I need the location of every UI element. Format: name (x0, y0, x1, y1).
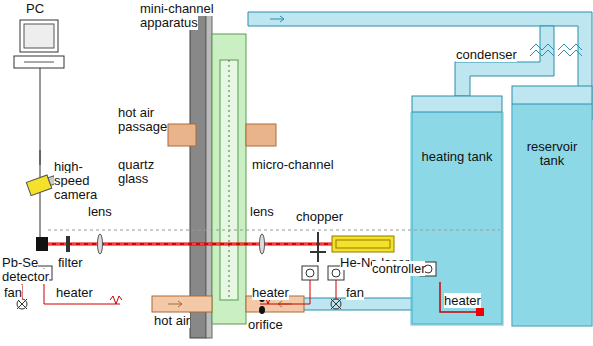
detector-label: Pb-Se detector (2, 256, 52, 284)
chopper-label: chopper (296, 210, 356, 224)
glass-label: quartz glass (118, 158, 168, 186)
pc-label: PC (26, 2, 66, 16)
tank-label: heating tank (414, 150, 500, 164)
tank-label: reservoir tank (514, 140, 590, 168)
heater-label: heater (252, 286, 302, 300)
apparatus-label: mini-channel apparatus (140, 2, 230, 30)
heater-label: heater (56, 286, 106, 300)
tank-node: reservoir tank (514, 140, 590, 168)
fan-label: fan (4, 286, 34, 300)
tank-node: heating tank (414, 150, 500, 164)
fan-label: fan (346, 286, 376, 300)
orifice-label: orifice (248, 318, 308, 332)
channel-label: micro-channel (252, 158, 342, 172)
heater-label: heater (444, 294, 494, 308)
lens-label: lens (88, 205, 128, 219)
controller-label: controller (372, 262, 442, 276)
condenser-label: condenser (456, 48, 536, 62)
filter-label: filter (58, 256, 98, 270)
camera-label: high- speed camera (54, 160, 104, 202)
passage-label: hot air passage (118, 106, 178, 134)
lens-label: lens (250, 205, 290, 219)
hot-air-label: hot air (154, 314, 214, 328)
